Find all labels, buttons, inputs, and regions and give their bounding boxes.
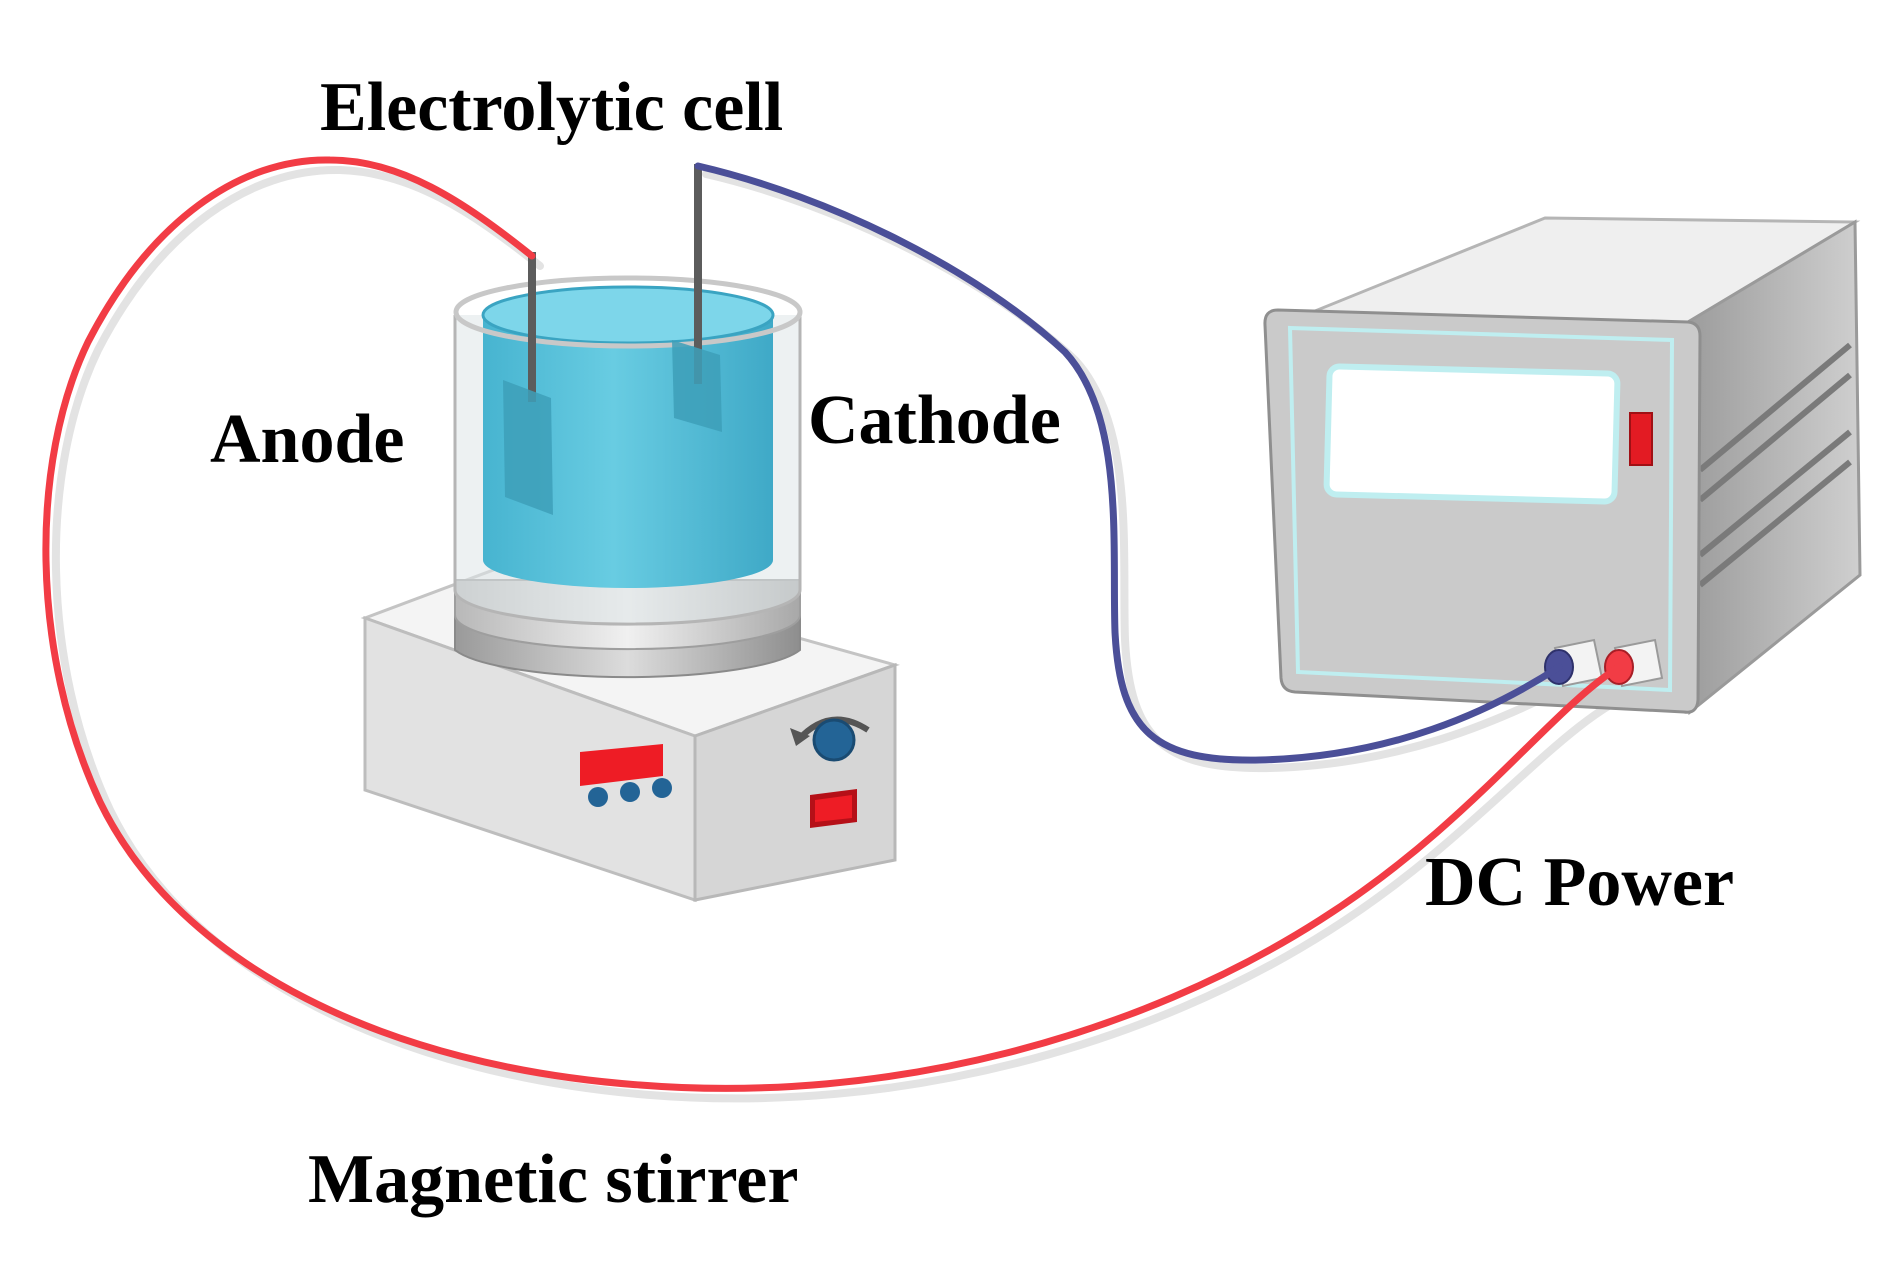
cathode-rod: [694, 164, 702, 384]
cathode-label: Cathode: [808, 382, 1061, 459]
cathode-wire: [694, 162, 1563, 764]
wires: [42, 156, 1623, 1092]
stirrer-knob: [790, 716, 870, 762]
anode-rod: [528, 252, 536, 402]
stirrer-switch: [810, 789, 857, 828]
power-side-vents: [1698, 342, 1852, 588]
anode-plate: [503, 380, 553, 515]
anode-wire: [42, 156, 1623, 1092]
stirrer-buttons: [588, 778, 672, 807]
beaker-rim: [453, 275, 803, 349]
power-front-inset: [1287, 325, 1675, 693]
dc-power-supply: [1263, 216, 1862, 716]
dc-power-label: DC Power: [1425, 844, 1734, 921]
electrolytic-cell-label: Electrolytic cell: [320, 69, 783, 146]
electrolyte-surface: [481, 285, 775, 345]
stirrer-display: [580, 744, 663, 786]
magnetic-stirrer-label: Magnetic stirrer: [308, 1141, 798, 1218]
electrolytic-cell: [453, 164, 803, 679]
cathode-plate: [672, 340, 722, 432]
power-screen: [1323, 363, 1621, 505]
anode-label: Anode: [210, 401, 404, 478]
power-indicator: [1629, 412, 1653, 466]
